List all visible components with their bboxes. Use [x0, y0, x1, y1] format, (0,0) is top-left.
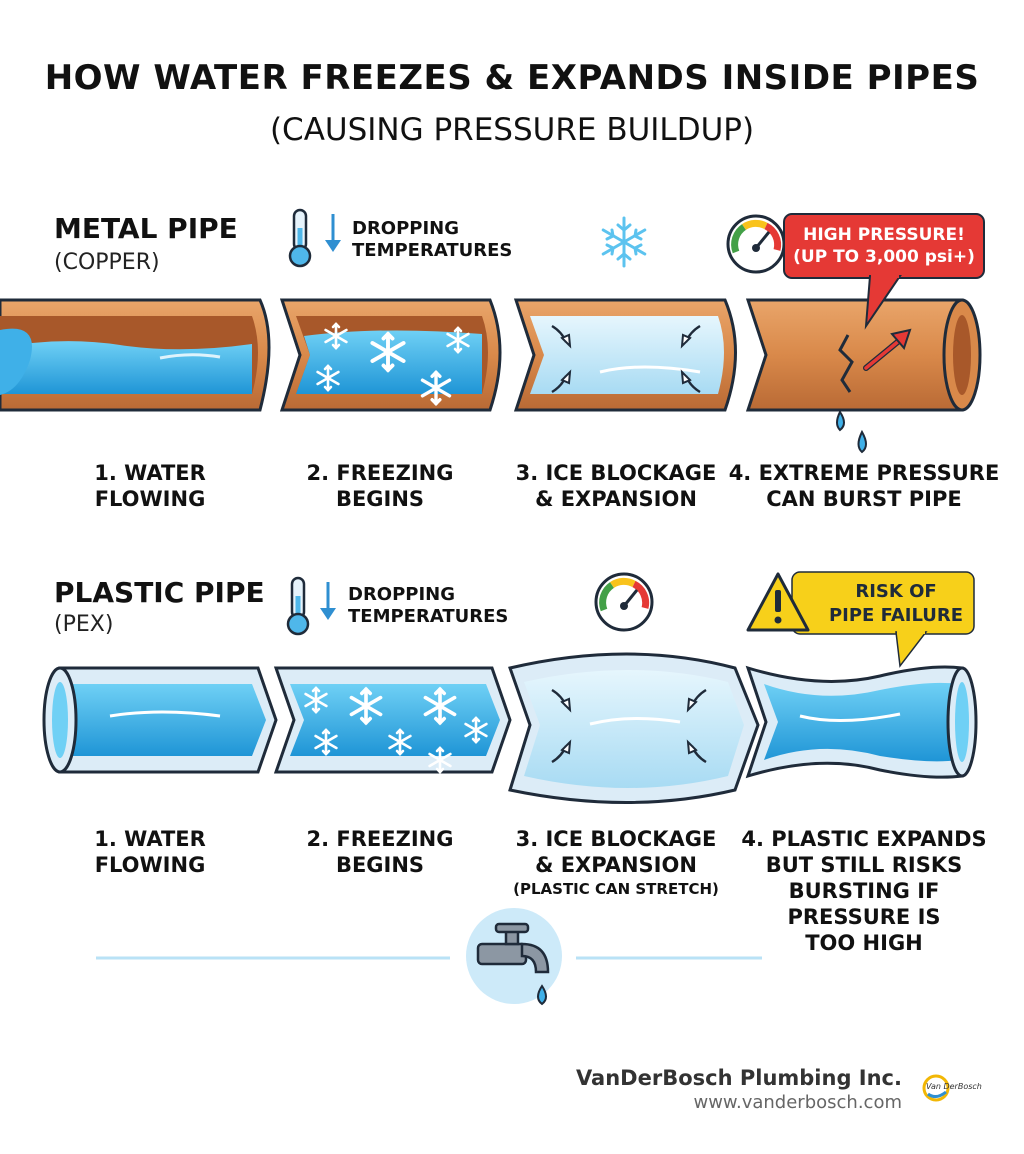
- metal-pipe-3: [513, 298, 737, 412]
- high-pressure-callout-shape: [783, 213, 985, 330]
- plastic-pipe-4: [745, 665, 978, 779]
- metal-temperature-line1: DROPPING: [352, 218, 460, 239]
- plastic-step-2-line2: BEGINS: [335, 853, 425, 877]
- plastic-step-2: 2. FREEZING BEGINS: [260, 826, 500, 878]
- logo-icon: [922, 1074, 950, 1102]
- risk-text-line1: RISK OF: [855, 581, 937, 602]
- metal-step-2: 2. FREEZING BEGINS: [260, 460, 500, 512]
- logo-text: Van DerBosch: [926, 1082, 982, 1091]
- water-drop-icon: [836, 410, 845, 432]
- footer-company-name: VanDerBosch Plumbing Inc.: [575, 1066, 902, 1090]
- plastic-step-3-line2: & EXPANSION: [535, 853, 697, 877]
- metal-section-title: METAL PIPE: [54, 212, 238, 245]
- metal-pipe-4: [745, 298, 982, 454]
- metal-step-1: 1. WATER FLOWING: [30, 460, 270, 512]
- metal-step-3: 3. ICE BLOCKAGE & EXPANSION: [496, 460, 736, 512]
- thermometer-icon: [288, 208, 312, 268]
- plastic-step-1-line2: FLOWING: [94, 853, 206, 877]
- plastic-step-4-line1: 4. PLASTIC EXPANDS: [741, 827, 987, 851]
- plastic-step-3: 3. ICE BLOCKAGE & EXPANSION (PLASTIC CAN…: [496, 826, 736, 900]
- metal-step-1-line1: 1. WATER: [94, 461, 206, 485]
- crack-icon: [838, 334, 854, 393]
- metal-pipe-2: [279, 298, 502, 412]
- metal-step-4: 4. EXTREME PRESSURE CAN BURST PIPE: [724, 460, 1004, 512]
- plastic-step-4-line4: PRESSURE IS: [787, 905, 941, 929]
- pressure-gauge-icon: [728, 216, 784, 272]
- page-subtitle: (CAUSING PRESSURE BUILDUP): [269, 112, 755, 148]
- plastic-temperature-line1: DROPPING: [348, 584, 456, 605]
- metal-step-2-line2: BEGINS: [335, 487, 425, 511]
- high-pressure-callout: HIGH PRESSURE! (UP TO 3,000 psi+): [784, 224, 984, 268]
- metal-step-4-line2: CAN BURST PIPE: [766, 487, 962, 511]
- metal-temperature-line2: TEMPERATURES: [352, 240, 513, 261]
- plastic-step-4-line5: TOO HIGH: [805, 931, 923, 955]
- plastic-pipe-1: [42, 666, 278, 774]
- plastic-step-4-line3: BURSTING IF: [788, 879, 940, 903]
- page-title: HOW WATER FREEZES & EXPANDS INSIDE PIPES: [44, 58, 980, 98]
- metal-step-2-line1: 2. FREEZING: [306, 461, 454, 485]
- metal-step-3-line2: & EXPANSION: [535, 487, 697, 511]
- plastic-step-3-line1: 3. ICE BLOCKAGE: [515, 827, 717, 851]
- plastic-temperature-line2: TEMPERATURES: [348, 606, 509, 627]
- risk-callout-shape: [746, 571, 975, 668]
- metal-section-subtitle: (COPPER): [54, 250, 160, 275]
- metal-step-1-line2: FLOWING: [94, 487, 206, 511]
- pressure-value-text: (UP TO 3,000 psi+): [793, 247, 975, 267]
- metal-temperature-label: DROPPING TEMPERATURES: [352, 218, 512, 262]
- plastic-pipe-3: [508, 652, 760, 804]
- risk-text-line2: PIPE FAILURE: [828, 605, 964, 626]
- plastic-temperature-label: DROPPING TEMPERATURES: [348, 584, 508, 628]
- snowflake-icon: [601, 216, 647, 268]
- plastic-step-4: 4. PLASTIC EXPANDS BUT STILL RISKS BURST…: [724, 826, 1004, 956]
- down-arrow-icon: [323, 212, 343, 254]
- metal-step-4-line1: 4. EXTREME PRESSURE: [728, 461, 1000, 485]
- plastic-pipe-2: [273, 666, 512, 774]
- plastic-step-1: 1. WATER FLOWING: [30, 826, 270, 878]
- plastic-section-subtitle: (PEX): [54, 612, 114, 637]
- high-pressure-text: HIGH PRESSURE!: [803, 225, 965, 245]
- risk-callout: RISK OF PIPE FAILURE: [816, 580, 976, 628]
- warning-icon: [746, 572, 810, 632]
- plastic-section-title: PLASTIC PIPE: [54, 576, 265, 609]
- metal-pipe-1: [0, 298, 271, 412]
- metal-step-3-line1: 3. ICE BLOCKAGE: [515, 461, 717, 485]
- plastic-step-2-line1: 2. FREEZING: [306, 827, 454, 851]
- faucet-icon: [466, 908, 562, 1006]
- plastic-step-4-line2: BUT STILL RISKS: [765, 853, 963, 877]
- plastic-step-3-note: (PLASTIC CAN STRETCH): [513, 880, 719, 898]
- footer-website: www.vanderbosch.com: [693, 1092, 902, 1113]
- plastic-step-1-line1: 1. WATER: [94, 827, 206, 851]
